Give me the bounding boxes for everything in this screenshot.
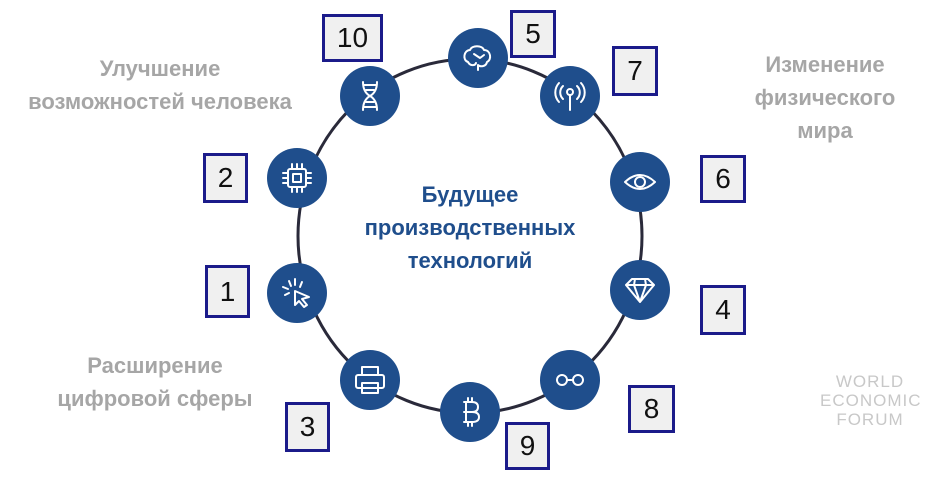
logo-line: FORUM [836,410,904,429]
group-line: физического [754,85,896,110]
tech-node [540,350,600,410]
group-label-digital: Расширение цифровой сферы [20,349,290,415]
number-box: 4 [700,285,746,335]
tech-node [267,148,327,208]
number-box: 2 [203,153,248,203]
number-box: 9 [505,422,550,470]
bitcoin-icon [463,397,480,427]
dna-icon [362,81,378,111]
diamond-icon [625,278,655,303]
group-line: возможностей человека [28,89,292,114]
node-circle [267,263,327,323]
group-label-human: Улучшение возможностей человека [20,52,300,118]
center-title: Будущее производственных технологий [340,178,600,277]
group-line: Улучшение [99,56,221,81]
group-label-physical: Изменение физического мира [720,48,927,147]
center-title-line: технологий [407,248,533,273]
group-line: Изменение [765,52,885,77]
tech-node [540,66,600,126]
center-title-line: Будущее [421,182,519,207]
antenna-icon [554,82,586,111]
tech-node [340,66,400,126]
wef-logo: WORLD ECONOMIC FORUM [820,372,922,429]
node-circle [448,28,508,88]
logo-line: ECONOMIC [820,391,922,410]
eye-icon [624,174,656,190]
brain-icon [463,45,492,71]
glasses-icon [556,374,584,386]
tech-node [610,152,670,212]
chip-icon [282,163,312,193]
tech-node [340,350,400,410]
number-box: 7 [612,46,658,96]
number-box: 8 [628,385,675,433]
number-box: 5 [510,10,556,58]
center-title-line: производственных [364,215,576,240]
node-circle [610,152,670,212]
number-box: 6 [700,155,746,203]
node-circle [340,350,400,410]
cursor-click-icon [282,278,310,308]
group-line: цифровой сферы [57,386,253,411]
tech-node [267,263,327,323]
tech-node [610,260,670,320]
printer-icon [355,366,385,394]
logo-line: WORLD [835,372,905,391]
group-line: мира [797,118,853,143]
node-circle [610,260,670,320]
tech-node [448,28,508,88]
number-box: 1 [205,265,250,318]
node-circle [267,148,327,208]
number-box: 10 [322,14,383,62]
number-box: 3 [285,402,330,452]
tech-node [440,382,500,442]
group-line: Расширение [87,353,223,378]
